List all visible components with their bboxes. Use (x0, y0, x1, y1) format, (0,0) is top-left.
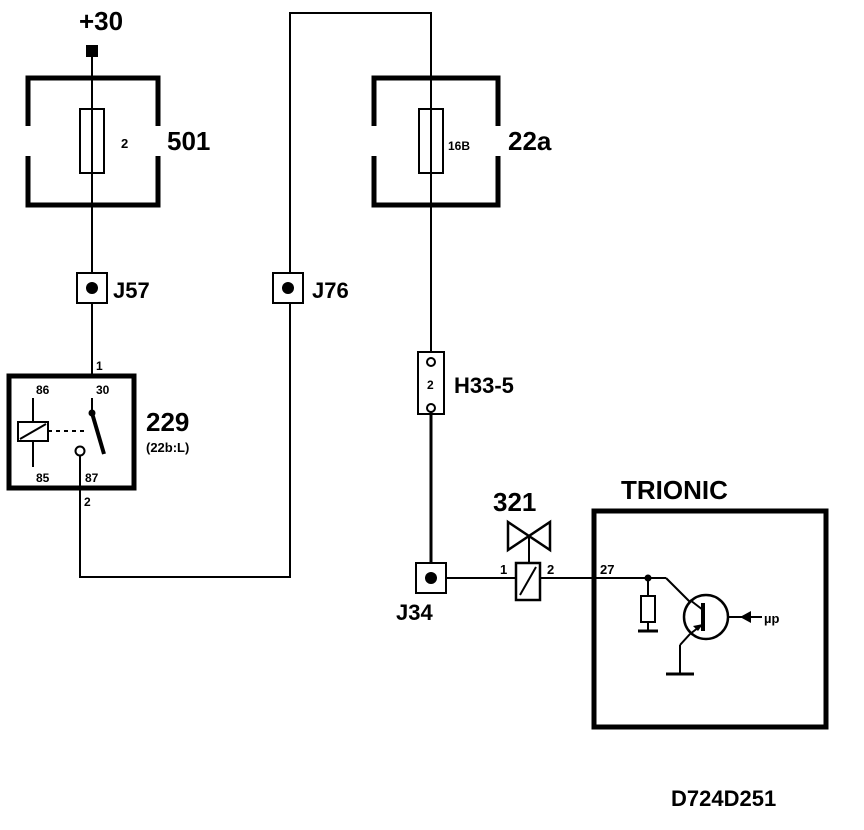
signal-arrow-icon (740, 611, 751, 623)
connector-h33-5-label: H33-5 (454, 373, 514, 398)
relay-pin-2: 2 (84, 495, 91, 509)
connector-j76-label: J76 (312, 278, 349, 303)
fuse-22a: 16B 22a (371, 75, 552, 208)
fuse-22a-number: 22a (508, 126, 552, 156)
connector-j76-pin (282, 282, 294, 294)
drawing-id: D724D251 (671, 786, 776, 811)
connector-j34: J34 (396, 562, 447, 625)
pulldown-resistor (640, 595, 656, 623)
fuse-501-housing (25, 75, 161, 208)
valve-pin-2: 2 (547, 562, 554, 577)
trionic-title: TRIONIC (621, 475, 728, 505)
relay-229-location: (22b:L) (146, 440, 189, 455)
supply-label: +30 (79, 6, 123, 36)
valve-321-number: 321 (493, 487, 536, 517)
trionic-signal: µp (764, 611, 779, 626)
relay-switch (90, 412, 106, 455)
connector-j76: J76 (272, 272, 349, 304)
connector-h33-5: 2 H33-5 (417, 351, 514, 415)
fuse-501-rating: 2 (121, 136, 128, 151)
relay-pin-30: 30 (96, 383, 110, 397)
relay-229: 1 86 30 85 87 2 229 (22b:L) (6, 359, 189, 509)
fuse-22a-housing (371, 75, 501, 208)
relay-contact-87 (74, 445, 86, 457)
trionic-housing (591, 508, 829, 730)
relay-pin-85: 85 (36, 471, 50, 485)
fuse-501: 2 501 (25, 75, 210, 208)
connector-j57-pin (86, 282, 98, 294)
valve-pin-1: 1 (500, 562, 507, 577)
wire-j76-fuse22a (289, 12, 432, 273)
connector-j57-label: J57 (113, 278, 150, 303)
relay-229-housing (6, 373, 137, 491)
relay-pin-86: 86 (36, 383, 50, 397)
connector-j57: J57 (76, 272, 150, 304)
connector-j34-label: J34 (396, 600, 433, 625)
trionic-pin-27: 27 (600, 562, 614, 577)
fuse-22a-rating: 16B (448, 139, 470, 153)
wire-relay-j76 (79, 303, 291, 578)
relay-pin-1: 1 (96, 359, 103, 373)
relay-229-number: 229 (146, 407, 189, 437)
trionic-ecu: TRIONIC 27 µp (591, 475, 829, 730)
relay-pin-87: 87 (85, 471, 99, 485)
connector-h33-5-pin: 2 (427, 378, 434, 392)
valve-321: 321 1 2 (493, 487, 554, 602)
fuse-501-number: 501 (167, 126, 210, 156)
supply-terminal (86, 45, 98, 57)
connector-j34-pin (425, 572, 437, 584)
